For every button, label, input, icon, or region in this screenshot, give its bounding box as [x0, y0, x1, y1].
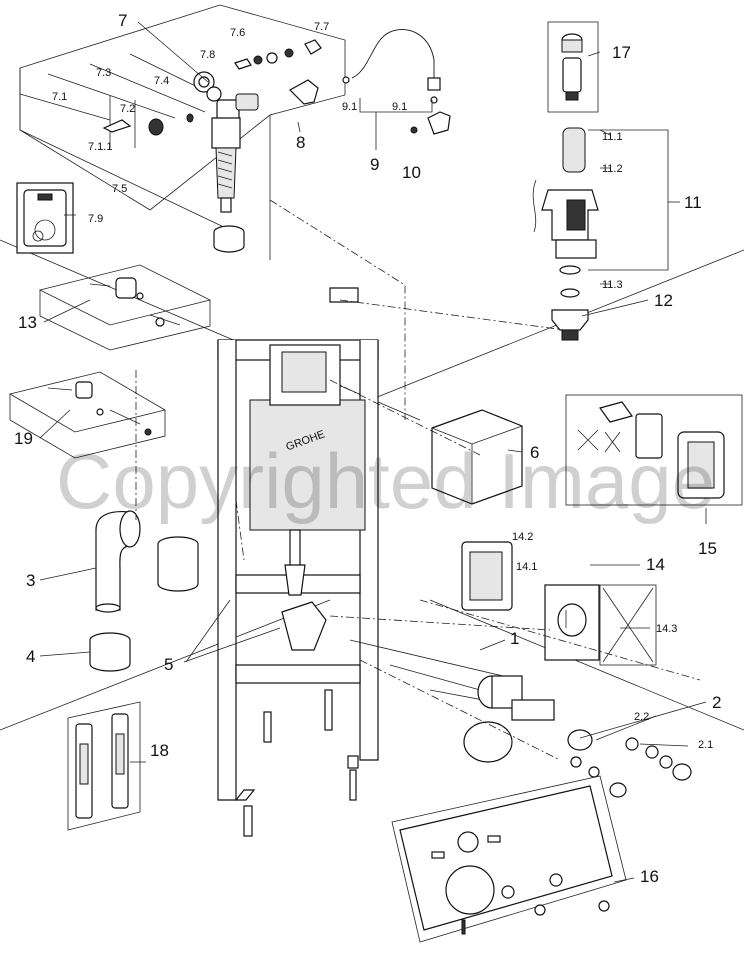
label-2-2: 2.2 [634, 711, 649, 723]
label-12: 12 [654, 291, 673, 310]
label-7-8: 7.8 [200, 49, 215, 61]
label-10: 10 [402, 163, 421, 182]
connector-sleeve [157, 536, 199, 592]
label-7: 7 [118, 11, 127, 30]
brackets-18 [67, 701, 141, 831]
leader-lines [39, 21, 707, 883]
label-16: 16 [640, 867, 659, 886]
label-7-1: 7.1 [52, 91, 67, 103]
part-15-panel [565, 394, 743, 506]
label-7-5: 7.5 [112, 183, 127, 195]
label-11: 11 [684, 193, 702, 212]
label-7-4: 7.4 [154, 75, 169, 87]
label-19: 19 [14, 429, 33, 448]
label-14-2: 14.2 [512, 531, 533, 543]
parts-bag-7-9 [16, 182, 74, 254]
label-13: 13 [18, 313, 37, 332]
label-4: 4 [26, 647, 35, 666]
label-14-1: 14.1 [516, 561, 537, 573]
label-14: 14 [646, 555, 665, 574]
label-11-2: 11.2 [602, 163, 623, 175]
label-7-9: 7.9 [88, 213, 103, 225]
flush-valve-11 [532, 127, 669, 341]
label-7-3: 7.3 [96, 67, 111, 79]
float-valve-assembly [102, 39, 322, 253]
dashed-assembly-lines [135, 199, 701, 761]
cap-4 [89, 632, 131, 672]
watermark: Copyrighted Image [56, 437, 715, 525]
label-9: 9 [370, 155, 379, 174]
label-2-1: 2.1 [698, 739, 713, 751]
main-frame-5: GROHE [217, 287, 379, 837]
label-3: 3 [26, 571, 35, 590]
label-7-6: 7.6 [230, 27, 245, 39]
label-7-2: 7.2 [120, 103, 135, 115]
sound-insulation-16 [391, 775, 627, 943]
label-18: 18 [150, 741, 169, 760]
part-17-panel [547, 21, 599, 113]
label-8: 8 [296, 133, 305, 152]
group-7-panel [19, 4, 346, 260]
label-9-1b: 9.1 [392, 101, 407, 113]
label-11-1: 11.1 [602, 131, 623, 143]
pipe-fittings-2 [463, 675, 692, 798]
label-9-1a: 9.1 [342, 101, 357, 113]
label-14-3: 14.3 [656, 623, 677, 635]
label-1: 1 [510, 629, 519, 648]
part-13-panel [38, 264, 212, 351]
label-7-7: 7.7 [314, 21, 329, 33]
label-6: 6 [530, 443, 539, 462]
label-15: 15 [698, 539, 717, 558]
protection-box-6 [431, 409, 523, 505]
label-17: 17 [612, 43, 631, 62]
label-2: 2 [712, 693, 721, 712]
elbow-3 [95, 510, 141, 613]
label-7-1-1: 7.1.1 [88, 141, 112, 153]
bolts-1 [263, 639, 521, 743]
label-5: 5 [164, 655, 173, 674]
part-19-panel [8, 371, 167, 459]
hose-9 [342, 29, 451, 135]
actuator-plates-14 [461, 541, 657, 666]
label-11-3: 11.3 [602, 279, 623, 291]
callout-labels: 7 7.6 7.7 7.8 7.3 7.4 7.1 7.2 7.1.1 7.5 … [14, 11, 721, 886]
